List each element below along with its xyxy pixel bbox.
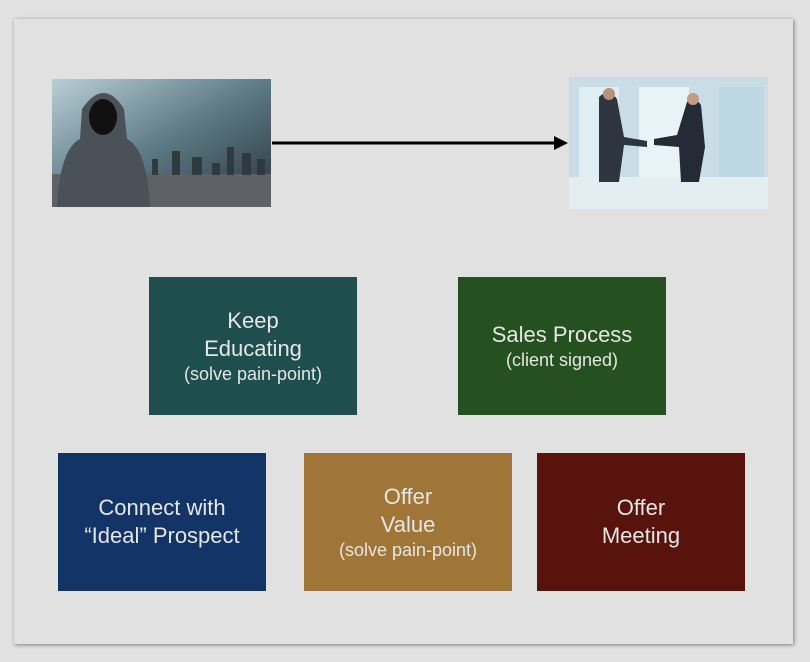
box-title-line: Offer: [616, 495, 666, 520]
box-title-line: Educating: [204, 336, 302, 361]
box-title-line: Meeting: [601, 523, 681, 548]
arrow-connector: [272, 136, 568, 150]
connect-prospect-box: Connect with “Ideal” Prospect: [58, 453, 266, 591]
box-title-line: Connect with: [98, 495, 226, 520]
box-title-line: Offer: [383, 484, 433, 509]
box-subtitle: (solve pain-point): [338, 540, 478, 560]
offer-meeting-box: Offer Meeting: [537, 453, 745, 591]
box-title-line: “Ideal” Prospect: [84, 523, 240, 548]
box-subtitle: (client signed): [505, 350, 619, 370]
offer-value-box: Offer Value (solve pain-point): [304, 453, 512, 591]
hooded-figure-image: [52, 79, 271, 207]
box-title-line: Sales Process: [491, 322, 633, 347]
sales-process-box: Sales Process (client signed): [458, 277, 666, 415]
handshake-image: [569, 77, 768, 209]
box-title-line: Value: [380, 512, 436, 537]
box-subtitle: (solve pain-point): [183, 364, 323, 384]
box-title-line: Keep: [227, 308, 279, 333]
keep-educating-box: Keep Educating (solve pain-point): [149, 277, 357, 415]
